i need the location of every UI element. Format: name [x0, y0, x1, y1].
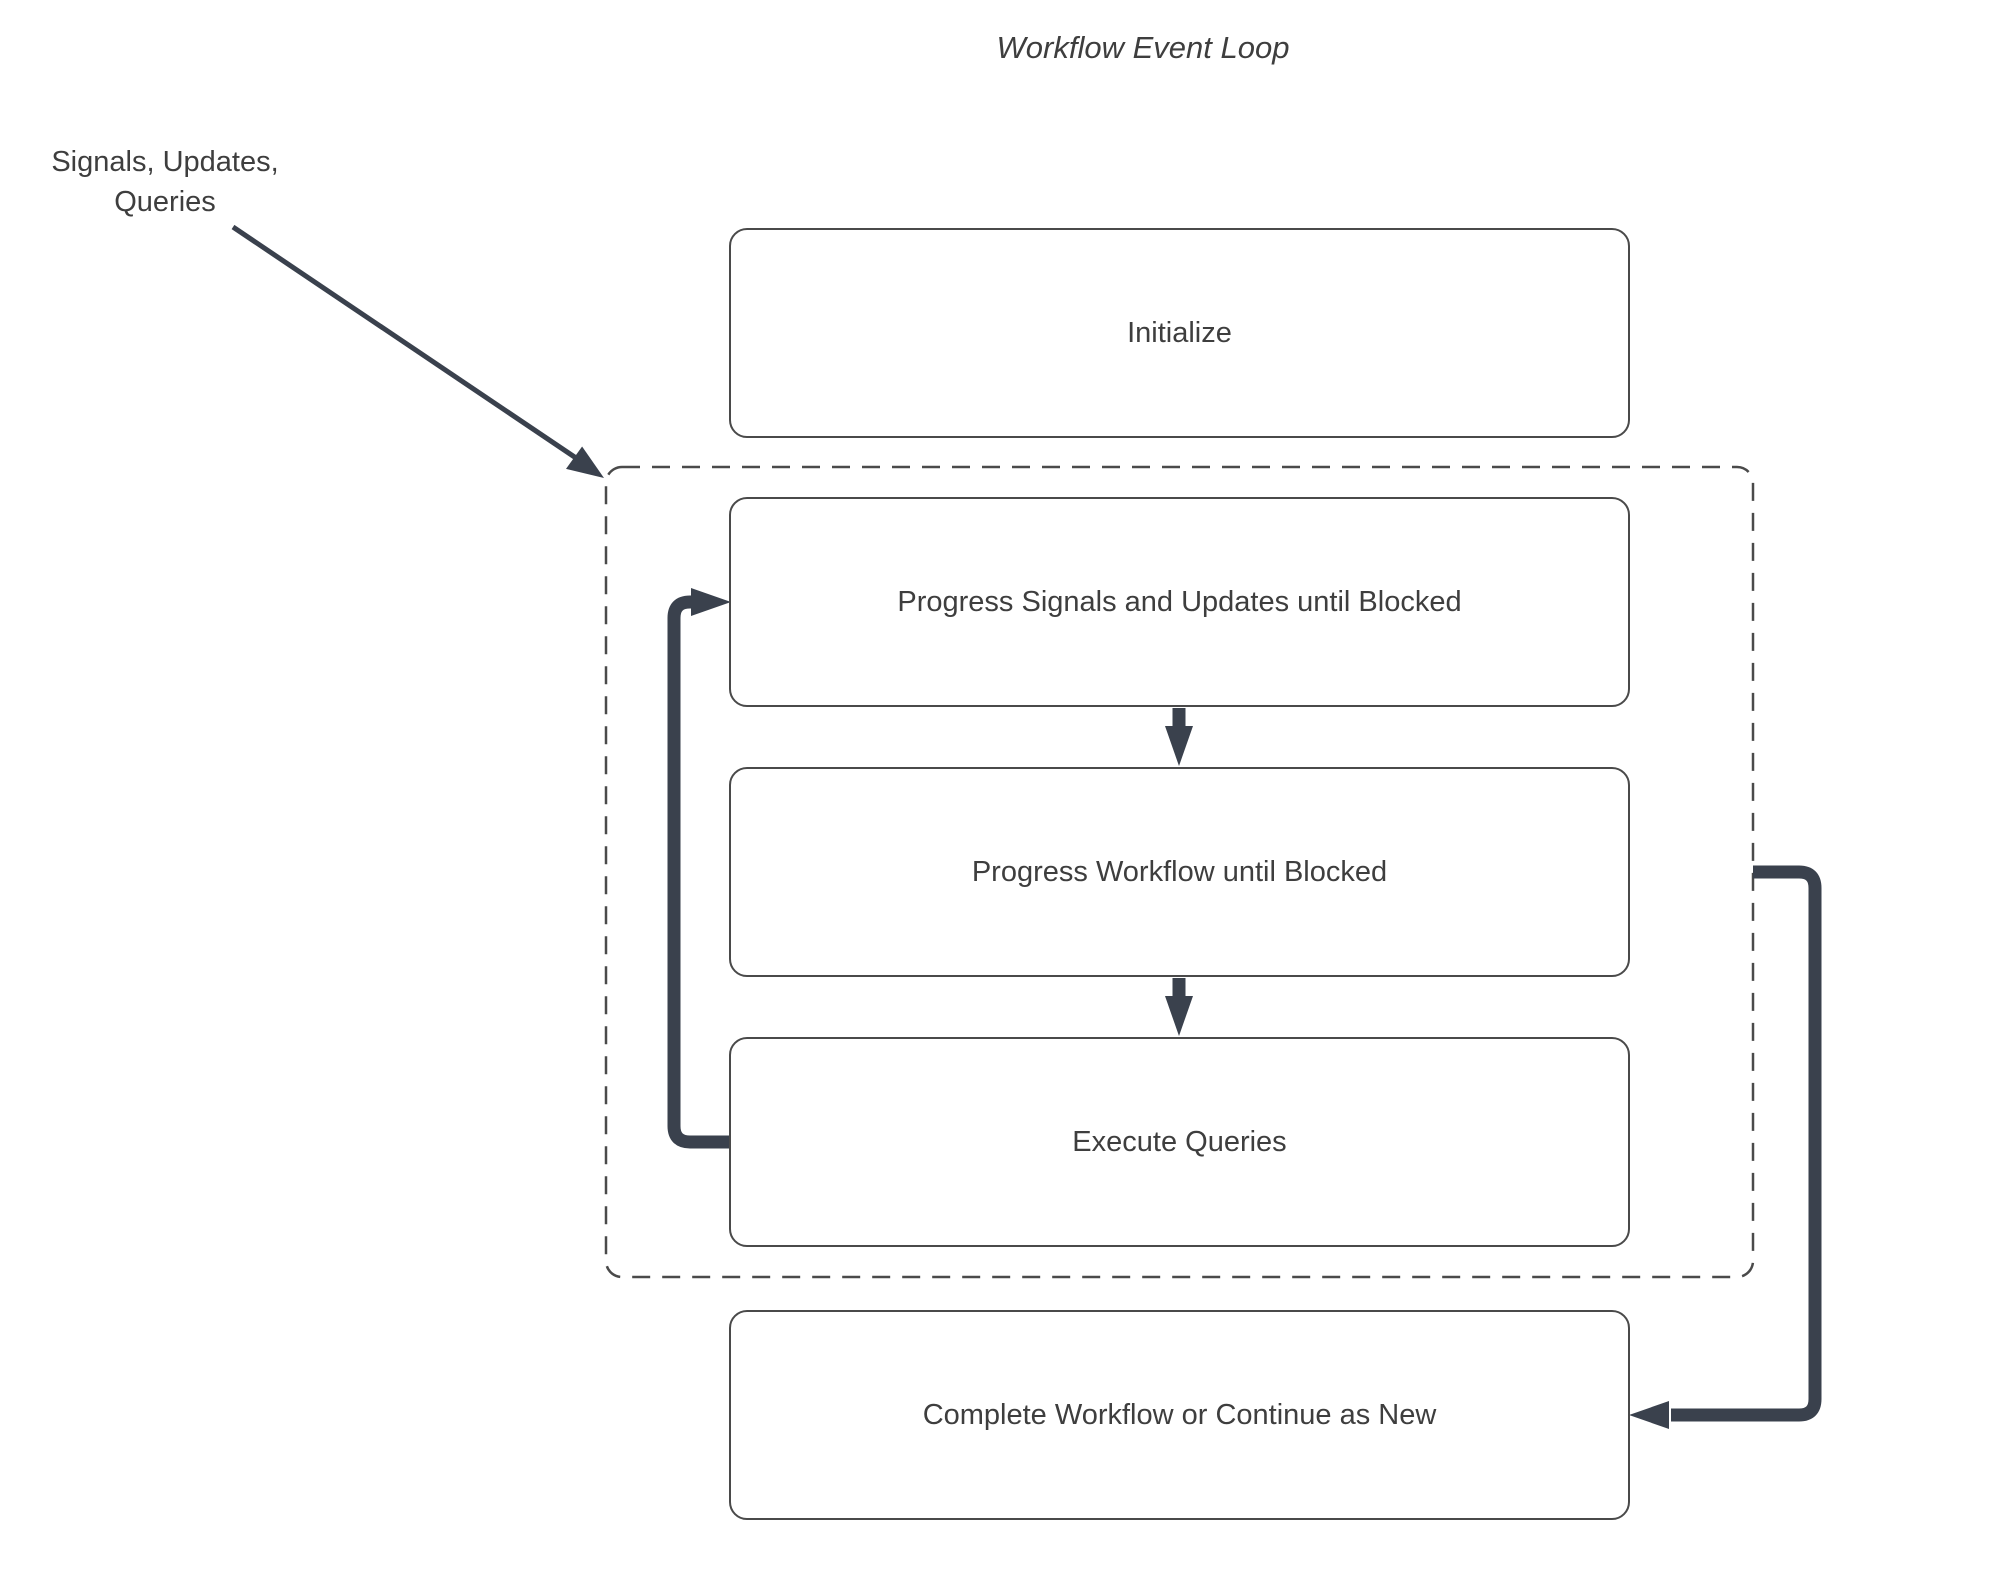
- node-initialize: Initialize: [729, 228, 1630, 438]
- node-complete-workflow-label: Complete Workflow or Continue as New: [922, 1398, 1437, 1431]
- arrow-event-loop-to-complete-icon: [1629, 865, 1822, 1429]
- annotation-signals-updates-queries: Signals, Updates, Queries: [51, 146, 279, 219]
- loop-arrow-execute-queries-to-progress-signals-icon: [667, 588, 731, 1149]
- node-complete-workflow: Complete Workflow or Continue as New: [729, 1310, 1630, 1520]
- node-execute-queries-label: Execute Queries: [1072, 1125, 1287, 1158]
- node-progress-signals-label: Progress Signals and Updates until Block…: [897, 585, 1462, 618]
- annotation-arrow-icon: [231, 224, 604, 478]
- arrow-progress-workflow-to-execute-queries-icon: [1165, 978, 1193, 1036]
- event-loop-group-border: [604, 465, 1755, 1279]
- arrow-progress-signals-to-progress-workflow-icon: [1165, 708, 1193, 766]
- node-progress-signals-and-updates: Progress Signals and Updates until Block…: [729, 497, 1630, 707]
- node-execute-queries: Execute Queries: [729, 1037, 1630, 1247]
- node-progress-workflow-label: Progress Workflow until Blocked: [971, 855, 1388, 888]
- node-initialize-label: Initialize: [1127, 316, 1232, 349]
- diagram-title: Workflow Event Loop: [996, 30, 1290, 65]
- node-progress-workflow: Progress Workflow until Blocked: [729, 767, 1630, 977]
